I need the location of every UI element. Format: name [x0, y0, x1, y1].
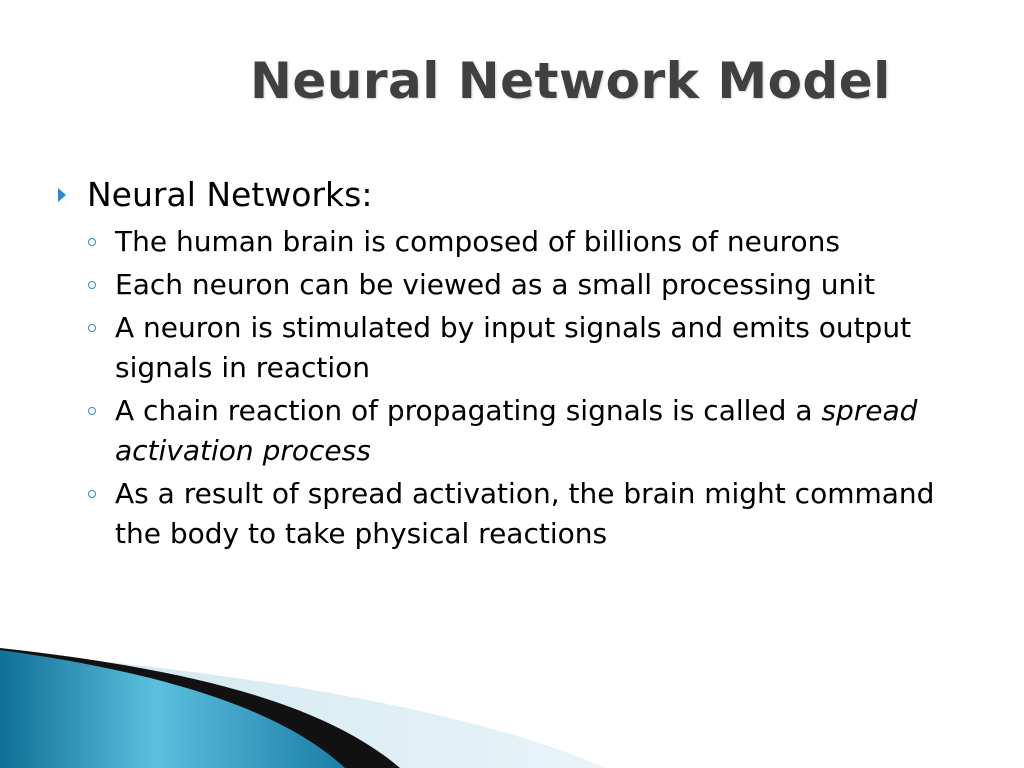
circle-bullet-icon	[88, 238, 96, 246]
list-item: A neuron is stimulated by input signals …	[58, 308, 988, 388]
sub-bullet-text: A neuron is stimulated by input signals …	[115, 311, 912, 384]
slide-content: Neural Networks: The human brain is comp…	[58, 174, 988, 557]
sub-bullet-list: The human brain is composed of billions …	[58, 222, 988, 554]
emphasis-text: spread activation process	[115, 394, 918, 467]
list-item: A chain reaction of propagating signals …	[58, 391, 988, 471]
sub-bullet-text: Each neuron can be viewed as a small pro…	[115, 268, 875, 301]
slide-title: Neural Network Model	[250, 52, 891, 110]
main-bullet-text: Neural Networks:	[87, 175, 373, 214]
wave-blue-band	[0, 650, 345, 768]
circle-bullet-icon	[88, 324, 96, 332]
sub-bullet-text: A chain reaction of propagating signals …	[115, 394, 822, 427]
list-item: The human brain is composed of billions …	[58, 222, 988, 262]
sub-bullet-text: As a result of spread activation, the br…	[115, 477, 935, 550]
main-bullet: Neural Networks:	[58, 174, 988, 216]
list-item: As a result of spread activation, the br…	[58, 474, 988, 554]
circle-bullet-icon	[88, 407, 96, 415]
circle-bullet-icon	[88, 490, 96, 498]
circle-bullet-icon	[88, 281, 96, 289]
triangle-bullet-icon	[58, 188, 66, 202]
list-item: Each neuron can be viewed as a small pro…	[58, 265, 988, 305]
sub-bullet-text: The human brain is composed of billions …	[115, 225, 840, 258]
